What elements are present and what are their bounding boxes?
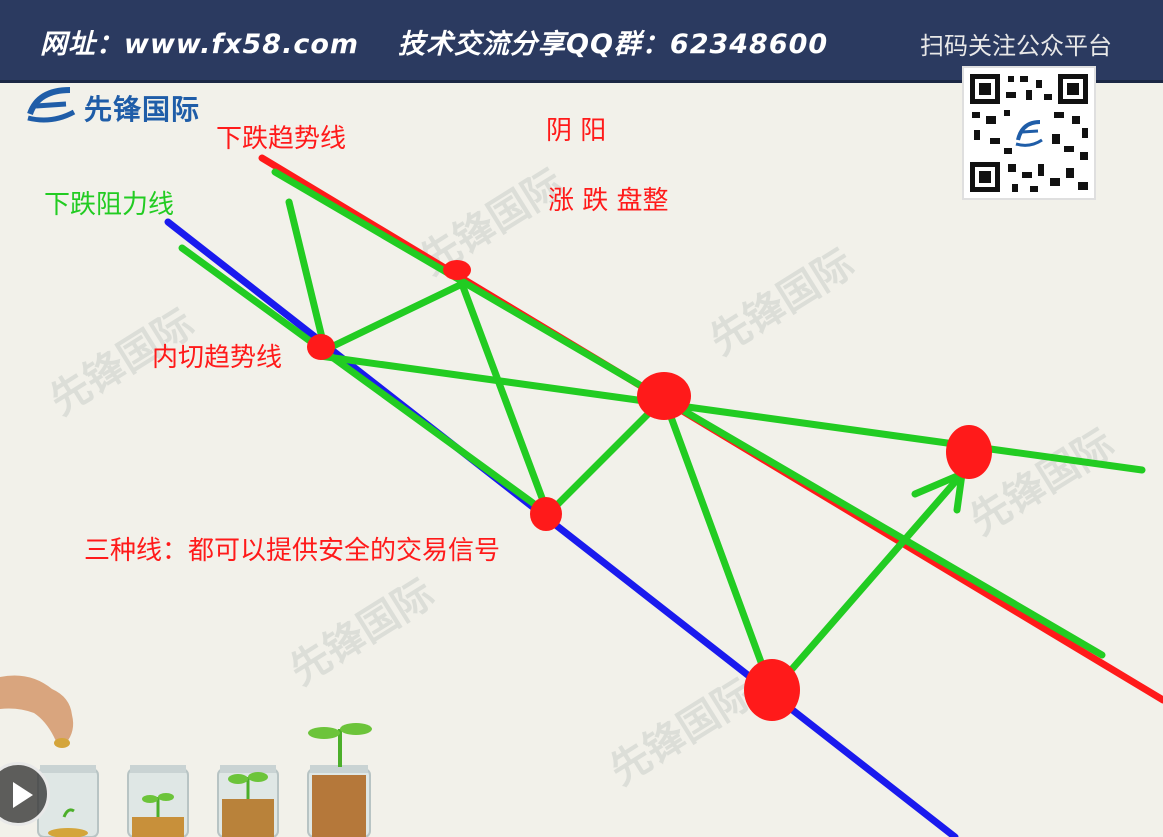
logo-text: 先锋国际	[84, 93, 201, 126]
coin-icon	[54, 738, 70, 748]
red-marker	[637, 372, 691, 420]
brand-logo: 先锋国际	[22, 84, 252, 126]
qr-code-pattern	[970, 74, 1088, 192]
coin-jars-illustration	[0, 675, 372, 837]
red-marker	[443, 260, 471, 280]
green-resistance-line	[271, 168, 1106, 659]
resistance-line-label: 下跌阻力线	[44, 190, 175, 220]
top-banner: 网址：www.fx58.com 技术交流分享QQ群：62348600 扫码关注公…	[0, 0, 1163, 83]
play-button[interactable]	[0, 762, 50, 826]
red-marker	[744, 659, 800, 721]
qr-label: 扫码关注公众平台	[920, 32, 1112, 60]
qq-group-text: 技术交流分享QQ群：62348600	[398, 29, 829, 60]
yin-yang-label: 阴 阳	[546, 116, 607, 146]
green-inner-trend-line	[316, 352, 1146, 474]
logo-mark-icon	[27, 87, 76, 123]
red-marker	[307, 334, 335, 360]
inner-trend-line-label: 内切趋势线	[152, 343, 283, 373]
downtrend-line-label: 下跌趋势线	[216, 124, 347, 154]
qr-code	[962, 66, 1096, 200]
rise-fall-consolidate-label: 涨 跌 盘整	[548, 186, 669, 216]
green-lower-line	[178, 244, 552, 518]
blue-support-line	[164, 218, 959, 837]
hand-icon	[0, 675, 74, 745]
green-price-zigzag	[285, 198, 966, 696]
red-marker	[946, 425, 992, 479]
three-lines-note: 三种线：都可以提供安全的交易信号	[84, 536, 501, 566]
website-text: 网址：www.fx58.com	[40, 29, 360, 60]
red-marker	[530, 497, 562, 531]
